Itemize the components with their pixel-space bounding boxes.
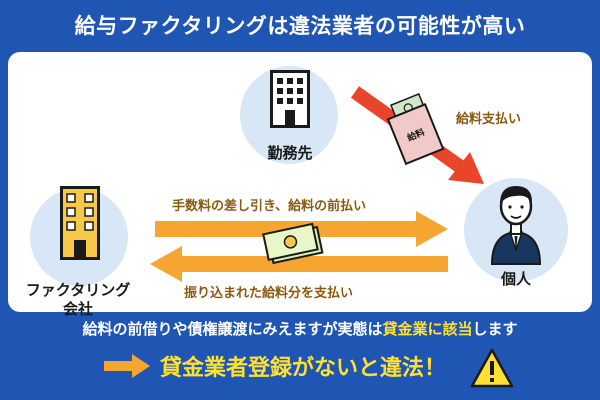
office-building-icon bbox=[270, 70, 310, 128]
salary-envelope-icon: 給料 bbox=[386, 92, 445, 166]
explanation-suffix: します bbox=[472, 320, 518, 338]
explanation-highlight: 貸金業に該当 bbox=[382, 320, 473, 338]
cash-bill-icon bbox=[262, 222, 324, 265]
conclusion-arrow-icon bbox=[104, 354, 150, 378]
individual-label: 個人 bbox=[500, 270, 531, 288]
factoring-company-label-text: ファクタリング 会社 bbox=[25, 281, 131, 318]
person-icon bbox=[490, 186, 542, 265]
advance-payment-label: 手数料の差し引き、給料の前払い bbox=[172, 199, 367, 214]
employer-label: 勤務先 bbox=[267, 144, 313, 162]
repayment-label: 振り込まれた給料分を支払い bbox=[184, 286, 354, 301]
salary-payment-label: 給料支払い bbox=[456, 112, 522, 127]
factoring-company-label: ファクタリング 会社 bbox=[8, 262, 148, 319]
explanation-text: 給料の前借りや債権譲渡にみえますが実態は貸金業に該当します bbox=[0, 318, 600, 339]
factoring-building-icon bbox=[60, 186, 100, 260]
page-title: 給与ファクタリングは違法業者の可能性が高い bbox=[74, 14, 526, 38]
conclusion-text: 貸金業者登録がないと違法！ bbox=[160, 356, 447, 381]
warning-icon bbox=[470, 348, 514, 388]
explanation-prefix: 給料の前借りや債権譲渡にみえますが実態は bbox=[82, 320, 383, 338]
